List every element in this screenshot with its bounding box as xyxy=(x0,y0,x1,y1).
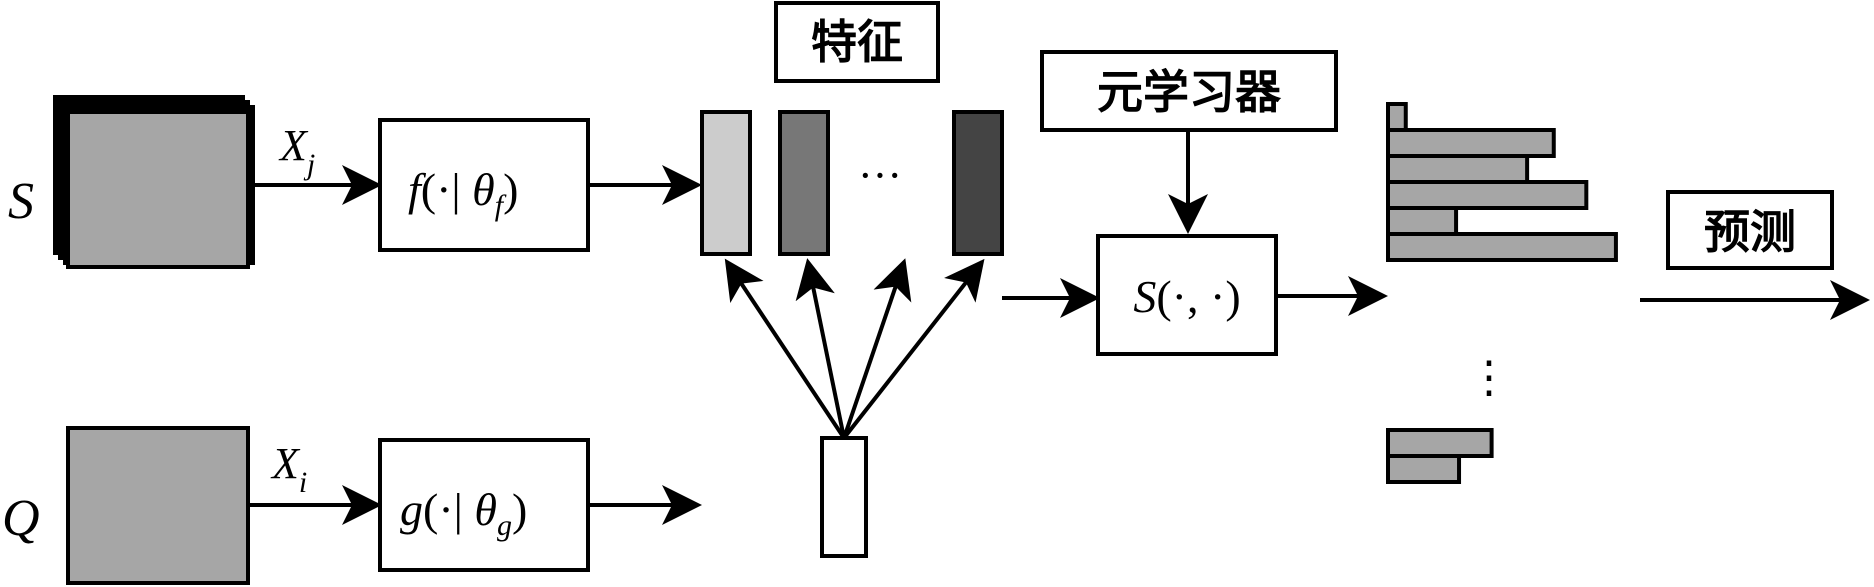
query-sample-box xyxy=(66,426,250,585)
feature-vector-1 xyxy=(700,110,752,256)
score-bar-3 xyxy=(1386,154,1530,184)
compare-arrow-1 xyxy=(724,258,846,440)
support-sample-label: Xj xyxy=(278,121,315,181)
score-bars-top xyxy=(1386,102,1618,262)
g-encoder-label: g(·| θg) xyxy=(400,484,527,542)
query-score-bar-2 xyxy=(1386,454,1462,484)
g-encoder-box xyxy=(378,438,590,572)
score-bar-4 xyxy=(1386,180,1589,210)
similarity-label: S(·, ·) xyxy=(1133,271,1240,322)
features-title: 特征 xyxy=(811,15,903,69)
support-set-stack xyxy=(53,95,255,269)
feature-vector-2 xyxy=(778,110,830,256)
compare-arrow-3 xyxy=(842,258,912,439)
score-bar-5 xyxy=(1386,206,1459,236)
feature-vector-n xyxy=(952,110,1004,256)
similarity-box xyxy=(1096,234,1278,356)
support-sample-box xyxy=(66,110,250,269)
features-ellipsis: ··· xyxy=(858,151,902,200)
score-bar-1 xyxy=(1386,102,1408,132)
scores-vertical-ellipsis: ⋮ xyxy=(1467,353,1511,402)
query-score-bar-1 xyxy=(1386,428,1494,458)
prediction-title: 预测 xyxy=(1704,205,1796,259)
support-label: S xyxy=(8,173,34,230)
query-sample-label: Xi xyxy=(270,439,307,499)
query-label: Q xyxy=(2,490,40,547)
score-bars-bottom xyxy=(1386,428,1494,484)
compare-arrow-4 xyxy=(842,258,985,440)
features-title-box xyxy=(774,1,940,83)
score-bar-6 xyxy=(1386,232,1618,262)
meta-learner-title: 元学习器 xyxy=(1097,65,1282,119)
prediction-title-box xyxy=(1666,190,1834,270)
query-feature-vector xyxy=(820,436,868,558)
score-bar-2 xyxy=(1386,128,1556,158)
meta-learner-box xyxy=(1040,50,1338,132)
f-encoder-label: f(·| θf) xyxy=(408,164,518,222)
compare-arrow-2 xyxy=(795,258,846,439)
